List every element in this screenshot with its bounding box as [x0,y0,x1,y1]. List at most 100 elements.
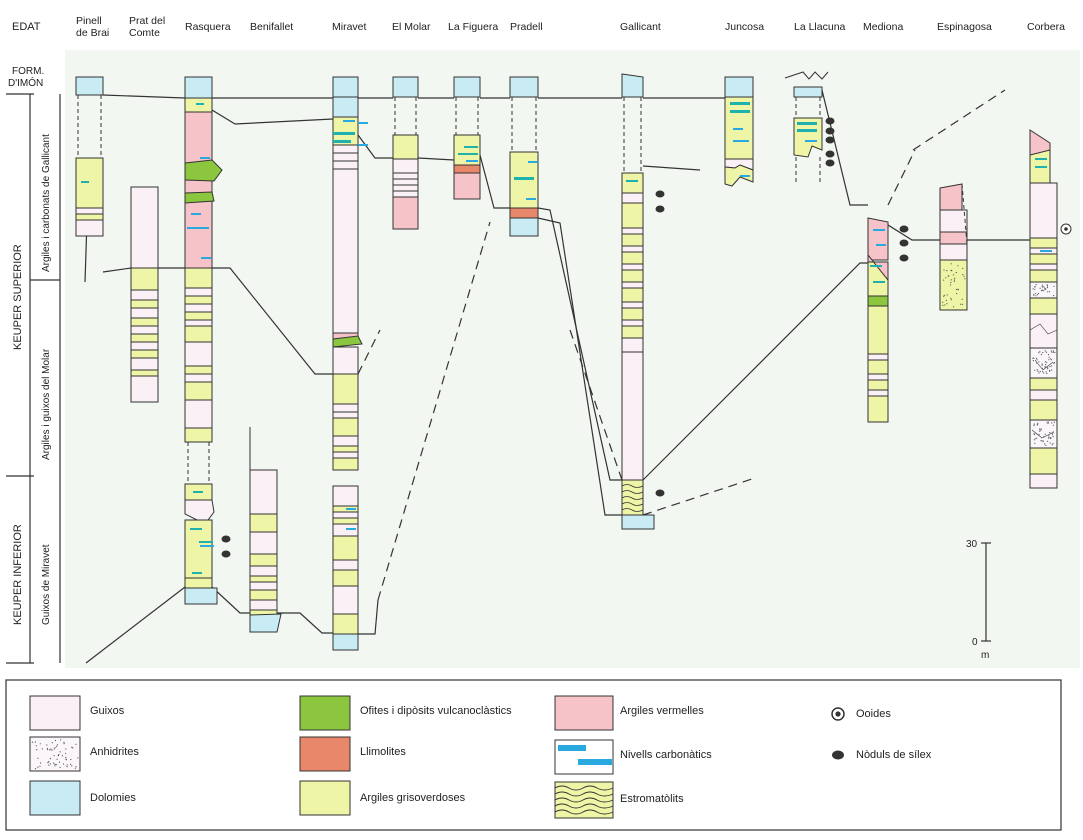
stipple-dot [1046,372,1048,375]
stipple-dot [943,279,945,281]
stipple-dot [947,275,949,277]
scale-unit-label: m [981,650,989,661]
stipple-dot [1053,295,1055,297]
stipple-dot [964,278,966,280]
stipple-dot [39,743,41,745]
stipple-dot [1038,433,1040,436]
stipple-dot [46,744,48,746]
stipple-dot [1034,438,1036,440]
stipple-dot [1036,437,1038,439]
stipple-dot [48,764,50,766]
stipple-dot [59,751,61,753]
stipple-dot [1041,284,1043,286]
legend-swatch-ofites [299,695,351,731]
keuper-inferior-label: KEUPER INFERIOR [12,524,24,625]
stipple-dot [49,763,52,765]
section-label-corbera: Corbera [1027,21,1065,33]
stipple-dot [950,299,952,301]
stipple-dot [1040,354,1042,356]
legend-swatch-vermelles [554,695,614,731]
stipple-dot [953,306,955,308]
stipple-dot [1043,372,1045,374]
stipple-dot [950,281,952,284]
stipple-dot [70,758,72,761]
form-imon-label-2: D'IMÓN [8,76,43,89]
stipple-dot [945,299,947,301]
stipple-dot [55,745,58,747]
stipple-dot [1051,365,1053,367]
legend-carbonate-bars [558,745,612,765]
stipple-dot [1044,287,1046,289]
stipple-dot [1049,370,1051,372]
stipple-dot [1044,433,1046,435]
unit-molar-label: Argiles i guixos del Molar [41,348,52,460]
stipple-dot [946,270,948,272]
stipple-dot [75,743,77,745]
stipple-dot [1046,284,1048,286]
stipple-dot [71,765,73,767]
stipple-dot [37,766,39,768]
stipple-dot [1047,354,1050,356]
stipple-dot [1049,366,1051,368]
legend-label-llimolites: Llimolites [360,746,406,758]
legend-swatch-llimolites [299,736,351,772]
stipple-dot [64,752,67,754]
stipple-dot [956,293,958,295]
stipple-dot [1037,370,1039,372]
section-label-rasquera: Rasquera [185,21,231,33]
stipple-dot [1049,432,1051,434]
scale-bar [981,542,991,642]
stipple-dot [72,747,74,749]
stipple-dot [1050,437,1052,439]
stipple-dot [1035,432,1037,435]
stipple-dot [961,298,963,300]
stipple-dot [1051,434,1053,436]
legend-label-carbonatics: Nivells carbonàtics [620,749,712,761]
stipple-dot [1039,351,1041,353]
legend-swatch-grisoverdoses [299,780,351,816]
stipple-dot [62,763,64,765]
stipple-dot [1042,286,1044,288]
stipple-dot [1033,439,1035,441]
stratigraphic-columns [75,71,1072,651]
stipple-dot [1040,428,1042,430]
section-label-figuera: La Figuera [448,21,498,33]
column-mediona [867,217,909,423]
stipple-dot [957,288,959,290]
stipple-dot [1036,294,1039,296]
stipple-dot [1036,369,1038,371]
stipple-dot [77,757,79,759]
stipple-dot [1032,357,1034,359]
section-label-molar: El Molar [392,21,431,33]
stipple-dot [61,755,64,757]
stipple-dot [1042,352,1044,354]
stipple-dot [1038,372,1040,374]
stipple-dot [1051,369,1053,371]
stipple-dot [1051,422,1053,424]
stipple-dot [1054,351,1056,354]
stipple-dot [1046,361,1048,363]
stipple-dot [1052,351,1054,353]
stipple-dot [51,742,53,744]
stipple-dot [942,301,944,303]
stipple-dot [943,294,946,296]
stipple-dot [56,744,59,746]
column-miravet [332,76,368,651]
stipple-dot [1046,286,1049,288]
stipple-dot [1052,424,1054,426]
stipple-dot [1051,351,1053,353]
stipple-dot [1036,359,1038,361]
legend-label-estromatolits: Estromatòlits [620,793,684,805]
section-label-gallicant: Gallicant [620,21,661,33]
stipple-dot [36,749,38,751]
stipple-dot [65,756,67,759]
stipple-dot [942,304,944,306]
stipple-dot [1034,292,1037,294]
stipple-dot [54,765,56,767]
stipple-dot [962,274,964,276]
legend-swatch-guixos [29,695,81,731]
stipple-dot [955,288,958,291]
stipple-dot [1044,361,1046,363]
stipple-dot [1041,290,1043,292]
stipple-dot [1049,442,1051,444]
